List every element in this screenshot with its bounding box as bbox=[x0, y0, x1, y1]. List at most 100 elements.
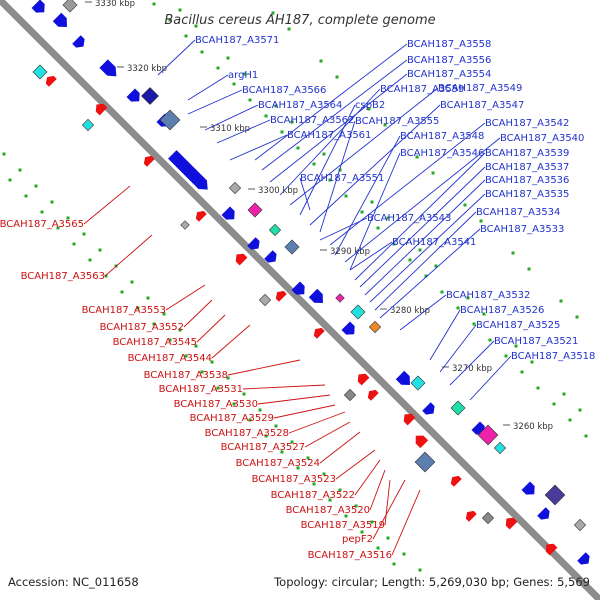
reverse-gene-arrow bbox=[403, 413, 416, 426]
grid-dot bbox=[338, 488, 342, 492]
grid-dot bbox=[376, 226, 380, 230]
reverse-gene-label: BCAH187_A3524 bbox=[236, 458, 320, 469]
grid-dot bbox=[226, 56, 230, 60]
grid-dot bbox=[66, 216, 70, 220]
rna-feature-block bbox=[477, 424, 499, 446]
grid-dot bbox=[440, 290, 444, 294]
topology-summary-text: Topology: circular; Length: 5,269,030 bp… bbox=[273, 575, 590, 589]
grid-dot bbox=[466, 296, 470, 300]
grid-dot bbox=[328, 178, 332, 182]
reverse-gene-label: BCAH187_A3529 bbox=[190, 413, 274, 424]
reverse-gene-arrow bbox=[95, 103, 108, 116]
grid-dot bbox=[424, 274, 428, 278]
rna-feature-block bbox=[450, 400, 466, 416]
grid-dot bbox=[280, 130, 284, 134]
forward-label-leader bbox=[216, 119, 271, 144]
grid-dot bbox=[415, 155, 419, 159]
reverse-gene-label: BCAH187_A3530 bbox=[174, 399, 258, 410]
forward-gene-label: BCAH187_A3540 bbox=[500, 133, 584, 144]
reverse-gene-label: BCAH187_A3552 bbox=[100, 322, 184, 333]
rna-feature-block bbox=[62, 0, 78, 13]
grid-dot bbox=[136, 306, 140, 310]
forward-gene-label: BCAH187_A3561 bbox=[287, 130, 371, 141]
forward-label-leader bbox=[354, 152, 486, 281]
grid-dot bbox=[344, 194, 348, 198]
grid-dot bbox=[472, 322, 476, 326]
grid-dot bbox=[242, 392, 246, 396]
grid-dot bbox=[312, 162, 316, 166]
forward-gene-arrow bbox=[264, 250, 277, 263]
grid-dot bbox=[184, 354, 188, 358]
forward-gene-label: BCAH187_A3542 bbox=[485, 118, 569, 129]
tick-label: 3300 kbp bbox=[258, 186, 298, 196]
forward-label-leader bbox=[329, 122, 486, 246]
grid-dot bbox=[552, 402, 556, 406]
reverse-gene-arrow bbox=[450, 475, 462, 487]
grid-dot bbox=[530, 360, 534, 364]
reverse-label-leader bbox=[335, 449, 376, 480]
forward-label-leader bbox=[399, 294, 447, 331]
reverse-label-leader bbox=[183, 299, 213, 328]
rna-feature-block bbox=[228, 181, 242, 195]
forward-gene-arrow bbox=[31, 0, 45, 13]
grid-dot bbox=[130, 280, 134, 284]
forward-gene-label: BCAH187_A3551 bbox=[300, 173, 384, 184]
forward-gene-label: BCAH187_A3526 bbox=[460, 305, 544, 316]
forward-gene-arrow bbox=[395, 370, 410, 385]
forward-gene-arrow bbox=[577, 552, 590, 565]
reverse-gene-label: pepF2 bbox=[342, 534, 373, 545]
grid-dot bbox=[578, 408, 582, 412]
grid-dot bbox=[168, 18, 172, 22]
forward-label-leader bbox=[299, 177, 311, 211]
grid-dot bbox=[248, 98, 252, 102]
reverse-gene-arrow bbox=[275, 290, 287, 302]
grid-dot bbox=[392, 562, 396, 566]
forward-label-leader bbox=[187, 89, 243, 115]
grid-dot bbox=[24, 194, 28, 198]
grid-dot bbox=[34, 184, 38, 188]
forward-gene-label: BCAH187_A3571 bbox=[195, 35, 279, 46]
grid-dot bbox=[242, 72, 246, 76]
forward-label-leader bbox=[254, 43, 408, 161]
reverse-label-leader bbox=[273, 404, 336, 419]
forward-label-leader bbox=[299, 104, 356, 216]
grid-dot bbox=[258, 408, 262, 412]
forward-gene-arrow bbox=[537, 507, 550, 520]
grid-dot bbox=[456, 306, 460, 310]
reverse-gene-label: BCAH187_A3544 bbox=[128, 353, 212, 364]
rna-feature-block bbox=[573, 518, 587, 532]
forward-gene-label: BCAH187_A3566 bbox=[242, 85, 326, 96]
forward-label-leader bbox=[449, 340, 495, 386]
reverse-gene-label: BCAH187_A3523 bbox=[252, 474, 336, 485]
rna-feature-block bbox=[481, 511, 495, 525]
tick-label: 3290 kbp bbox=[330, 247, 370, 257]
reverse-gene-arrow bbox=[465, 510, 477, 522]
grid-dot bbox=[290, 120, 294, 124]
forward-gene-label: BCAH187_A3546 bbox=[400, 148, 484, 159]
grid-dot bbox=[514, 344, 518, 348]
grid-dot bbox=[184, 34, 188, 38]
rna-feature-block bbox=[268, 223, 282, 237]
grid-dot bbox=[322, 152, 326, 156]
grid-dot bbox=[562, 392, 566, 396]
forward-label-leader bbox=[379, 228, 481, 319]
grid-dot bbox=[40, 210, 44, 214]
reverse-label-leader bbox=[104, 234, 153, 277]
forward-label-leader bbox=[319, 120, 356, 233]
forward-gene-label: BCAH187_A3562 bbox=[270, 115, 354, 126]
forward-label-leader bbox=[309, 104, 441, 226]
rna-feature-block bbox=[368, 320, 382, 334]
rna-feature-block bbox=[32, 64, 48, 80]
grid-dot bbox=[8, 178, 12, 182]
forward-label-leader bbox=[229, 134, 288, 161]
grid-dot bbox=[386, 216, 390, 220]
grid-dot bbox=[479, 219, 483, 223]
rna-feature-block bbox=[247, 202, 263, 218]
reverse-label-leader bbox=[391, 489, 421, 556]
grid-dot bbox=[335, 75, 339, 79]
grid-dot bbox=[360, 530, 364, 534]
reverse-gene-label: BCAH187_A3565 bbox=[0, 219, 84, 230]
